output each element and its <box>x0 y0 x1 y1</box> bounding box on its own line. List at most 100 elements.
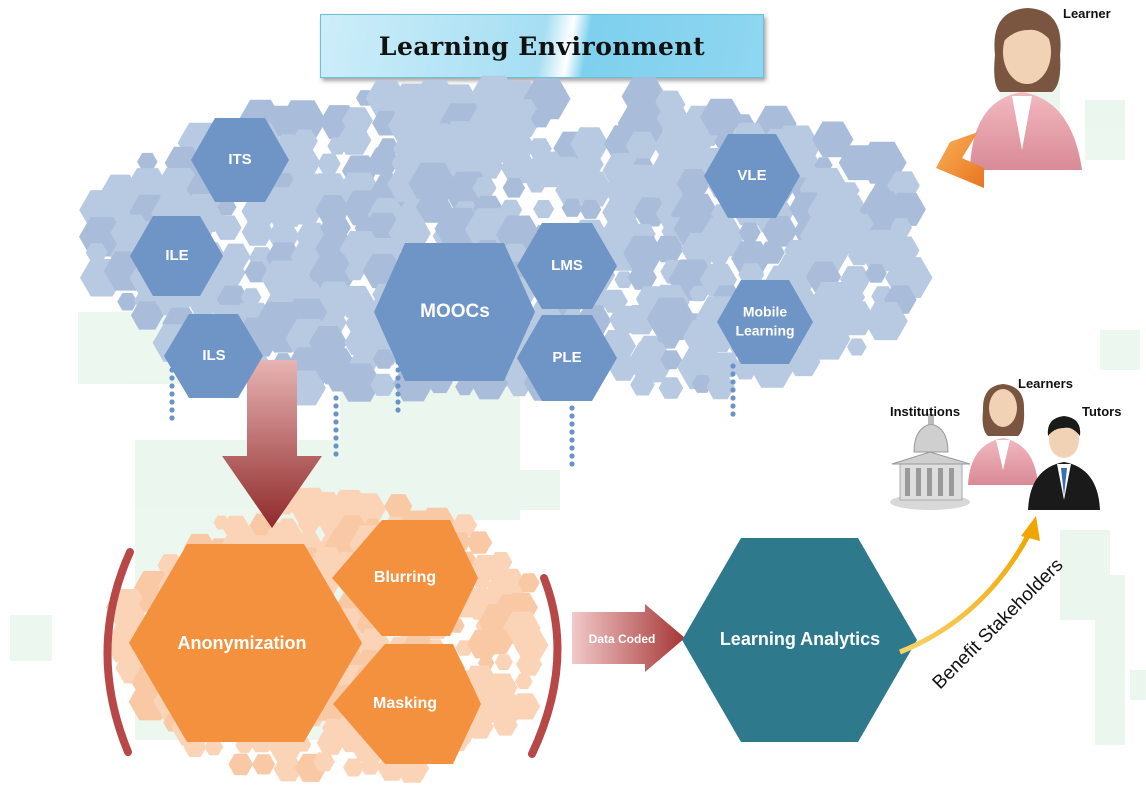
dot <box>395 399 401 405</box>
dot <box>730 395 736 401</box>
label-moocs: MOOCs <box>420 301 490 322</box>
background-hex <box>787 347 821 377</box>
dot <box>569 413 575 419</box>
background-hex <box>570 127 609 161</box>
background-hex <box>628 264 657 290</box>
dot <box>333 451 339 457</box>
background-hex <box>344 262 366 281</box>
background-hex <box>865 264 887 283</box>
background-hex <box>620 164 664 203</box>
hex-moocs[interactable]: MOOCs <box>374 243 535 381</box>
background-hex <box>337 125 372 155</box>
label-masking: Masking <box>373 695 437 712</box>
hex-anonymization[interactable]: Anonymization <box>129 544 362 742</box>
background-hex <box>117 293 138 311</box>
background-hex <box>297 514 320 534</box>
dot <box>569 461 575 467</box>
background-hex <box>337 363 382 402</box>
background-hex <box>217 198 237 216</box>
background-hex <box>372 349 395 369</box>
label-its: ITS <box>228 151 251 168</box>
left-bracket <box>103 548 134 756</box>
dot <box>569 437 575 443</box>
right-bracket <box>528 574 562 758</box>
dotted-lines <box>169 359 736 467</box>
hex-ile[interactable]: ILE <box>130 216 223 296</box>
background-hex <box>370 373 396 396</box>
background-hex <box>183 737 207 757</box>
hex-blurring[interactable]: Blurring <box>332 520 478 636</box>
background-hex <box>279 100 327 141</box>
background-hex <box>498 99 543 137</box>
background-hex <box>689 285 708 302</box>
background-hex <box>700 98 743 136</box>
background-hex <box>502 178 526 198</box>
hex-learning-analytics[interactable]: Learning Analytics <box>682 538 917 742</box>
down-arrow <box>222 360 322 528</box>
background-hex <box>572 171 613 207</box>
background-hex <box>368 147 400 175</box>
learner-avatar <box>970 8 1082 170</box>
background-hex <box>706 374 735 400</box>
label-mobile-line1: Mobile <box>743 304 788 320</box>
label-lms: LMS <box>551 257 583 274</box>
dot <box>395 367 401 373</box>
dot <box>569 429 575 435</box>
background-hex <box>500 152 537 184</box>
hex-mobile-learning[interactable]: Mobile Learning <box>717 280 813 364</box>
page-title: Learning Environment <box>378 31 706 61</box>
background-hex <box>680 232 719 266</box>
hex-ils[interactable]: ILS <box>164 314 263 398</box>
background-hex <box>494 654 513 670</box>
background-hex <box>863 302 908 341</box>
background-hex <box>290 196 323 225</box>
background-hex <box>472 177 497 199</box>
label-ils: ILS <box>202 347 225 364</box>
hex-its[interactable]: ITS <box>191 118 289 202</box>
dot <box>333 435 339 441</box>
learner-woman-icon <box>968 384 1038 485</box>
background-hex <box>466 715 494 739</box>
background-hex <box>510 693 541 720</box>
dot <box>169 391 175 397</box>
background-hex <box>213 215 242 240</box>
background-hex <box>812 121 854 158</box>
label-institutions: Institutions <box>890 404 961 419</box>
label-mobile-line2: Learning <box>735 323 794 339</box>
dot <box>169 407 175 413</box>
background-hex <box>516 653 543 676</box>
background-hex <box>474 153 504 179</box>
background-hex <box>316 730 346 755</box>
background-hex <box>653 235 684 263</box>
background-hex <box>533 200 555 219</box>
label-learner: Learner <box>1063 6 1111 21</box>
dot <box>730 403 736 409</box>
background-hex <box>517 573 540 593</box>
background-hex <box>317 153 341 174</box>
dot <box>395 375 401 381</box>
background-hex <box>310 546 345 577</box>
dot <box>169 375 175 381</box>
background-hex <box>211 258 246 288</box>
background-hex <box>627 342 674 383</box>
dot <box>395 407 401 413</box>
background-hex <box>530 109 552 128</box>
hex-ple[interactable]: PLE <box>517 315 617 401</box>
background-hex <box>384 494 413 519</box>
background-hex <box>526 175 547 193</box>
background-hex <box>711 352 741 378</box>
dot <box>333 395 339 401</box>
hex-masking[interactable]: Masking <box>333 644 481 764</box>
dot <box>569 405 575 411</box>
label-blurring: Blurring <box>374 569 436 586</box>
background-hex <box>614 271 634 288</box>
hex-lms[interactable]: LMS <box>517 223 617 309</box>
background-hex <box>646 297 696 341</box>
background-hex <box>137 152 158 171</box>
dot <box>730 363 736 369</box>
background-hex <box>887 171 920 200</box>
background-hex <box>708 247 730 266</box>
background-hex <box>847 338 867 356</box>
label-anonymization: Anonymization <box>178 633 307 653</box>
hex-vle[interactable]: VLE <box>704 134 800 218</box>
